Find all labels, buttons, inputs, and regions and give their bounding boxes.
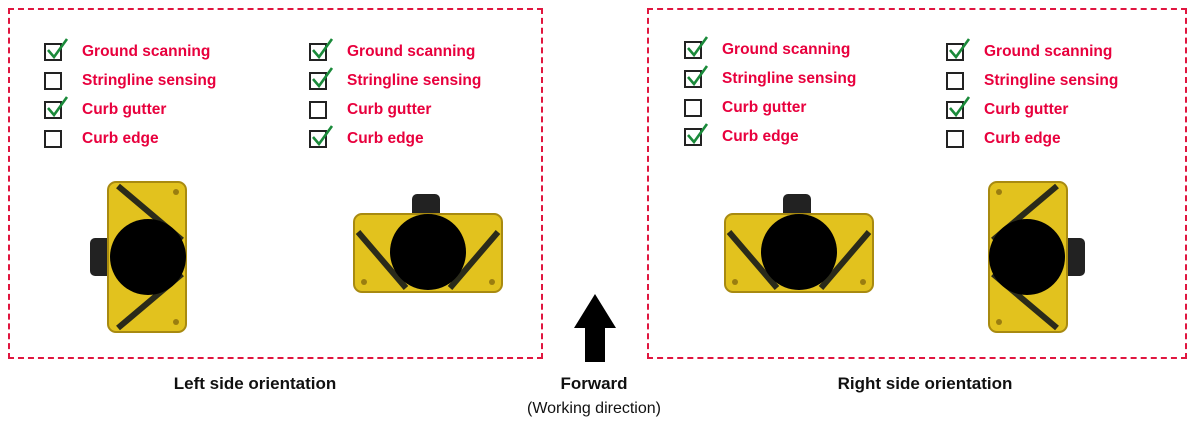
option-curb-gutter[interactable]: Curb gutter <box>946 96 1069 121</box>
checkbox[interactable] <box>946 130 964 148</box>
option-curb-edge[interactable]: Curb edge <box>946 128 1061 150</box>
option-label: Curb gutter <box>82 101 167 118</box>
option-curb-gutter[interactable]: Curb gutter <box>309 99 431 121</box>
right-orientation-panel <box>647 8 1187 359</box>
option-stringline-sensing[interactable]: Stringline sensing <box>946 70 1118 92</box>
sensor-horizontal-knob-top <box>353 194 503 293</box>
checkbox[interactable] <box>946 38 971 61</box>
forward-sublabel: (Working direction) <box>527 400 661 417</box>
sensor-horizontal-knob-top <box>724 194 874 293</box>
checkbox[interactable] <box>44 38 69 61</box>
option-ground-scanning[interactable]: Ground scanning <box>946 38 1113 63</box>
checkbox[interactable] <box>44 130 62 148</box>
option-ground-scanning[interactable]: Ground scanning <box>684 36 851 61</box>
checkmark-icon <box>687 65 709 87</box>
option-label: Ground scanning <box>82 43 211 60</box>
checkbox[interactable] <box>309 101 327 119</box>
option-curb-gutter[interactable]: Curb gutter <box>44 96 167 121</box>
option-label: Stringline sensing <box>722 70 857 87</box>
left-orientation-panel <box>8 8 543 359</box>
option-label: Stringline sensing <box>984 72 1119 89</box>
option-label: Ground scanning <box>722 41 851 58</box>
checkbox[interactable] <box>309 125 334 148</box>
option-label: Curb gutter <box>347 101 432 118</box>
option-stringline-sensing[interactable]: Stringline sensing <box>684 65 857 90</box>
checkmark-icon <box>47 38 69 60</box>
option-curb-gutter[interactable]: Curb gutter <box>684 97 806 119</box>
forward-arrow-icon <box>574 294 616 362</box>
option-curb-edge[interactable]: Curb edge <box>309 125 424 150</box>
checkbox[interactable] <box>309 67 334 90</box>
checkmark-icon <box>312 125 334 147</box>
checkmark-icon <box>687 36 709 58</box>
sensor-vertical-knob-left <box>90 181 187 333</box>
option-label: Curb edge <box>722 128 799 145</box>
checkmark-icon <box>949 38 971 60</box>
option-ground-scanning[interactable]: Ground scanning <box>309 38 476 63</box>
option-label: Ground scanning <box>984 43 1113 60</box>
checkbox[interactable] <box>684 65 709 88</box>
checkmark-icon <box>949 96 971 118</box>
checkbox[interactable] <box>309 38 334 61</box>
checkmark-icon <box>47 96 69 118</box>
option-label: Curb edge <box>347 130 424 147</box>
option-curb-edge[interactable]: Curb edge <box>44 128 159 150</box>
option-curb-edge[interactable]: Curb edge <box>684 123 799 148</box>
option-label: Stringline sensing <box>347 72 482 89</box>
right-caption: Right side orientation <box>837 374 1013 393</box>
checkmark-icon <box>312 38 334 60</box>
option-label: Curb edge <box>984 130 1061 147</box>
checkbox[interactable] <box>44 72 62 90</box>
option-label: Stringline sensing <box>82 72 217 89</box>
checkmark-icon <box>687 123 709 145</box>
option-label: Curb gutter <box>984 101 1069 118</box>
option-stringline-sensing[interactable]: Stringline sensing <box>309 67 482 92</box>
option-label: Ground scanning <box>347 43 476 60</box>
option-ground-scanning[interactable]: Ground scanning <box>44 38 211 63</box>
checkbox[interactable] <box>946 72 964 90</box>
checkbox[interactable] <box>44 96 69 119</box>
checkbox[interactable] <box>684 99 702 117</box>
forward-label: Forward <box>560 374 628 393</box>
checkbox[interactable] <box>684 36 709 59</box>
checkbox[interactable] <box>946 96 971 119</box>
option-label: Curb edge <box>82 130 159 147</box>
sensor-vertical-knob-right <box>988 181 1085 333</box>
checkmark-icon <box>312 67 334 89</box>
option-stringline-sensing[interactable]: Stringline sensing <box>44 70 216 92</box>
left-caption: Left side orientation <box>173 374 337 393</box>
option-label: Curb gutter <box>722 99 807 116</box>
checkbox[interactable] <box>684 123 709 146</box>
